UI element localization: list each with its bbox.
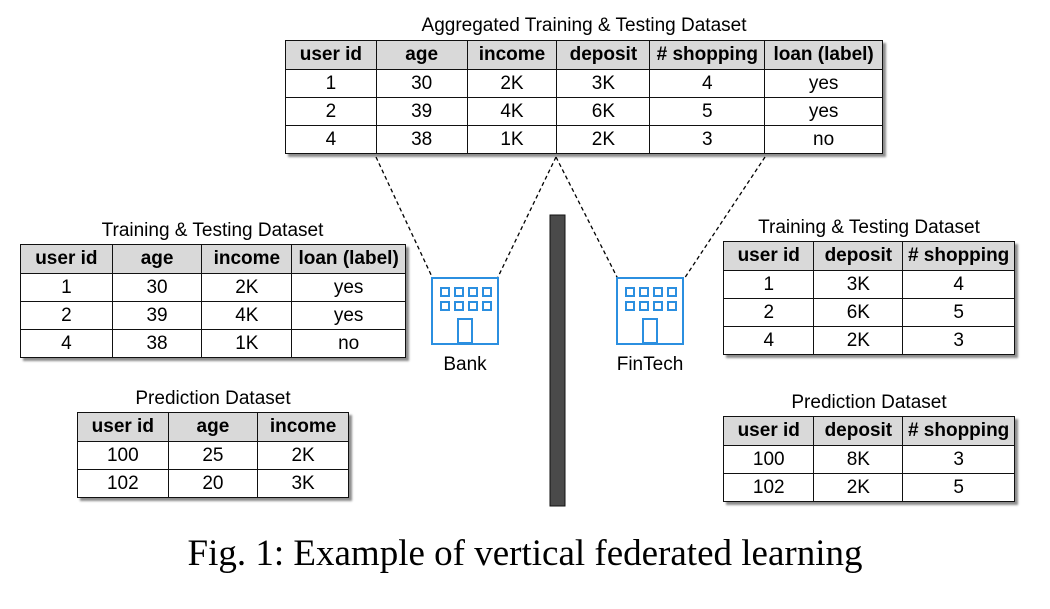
column-header: user id (722, 416, 815, 446)
bank-training-dataset-table: user id age income loan (label) 1 30 2K … (20, 244, 406, 358)
table-cell: 102 (77, 469, 169, 498)
column-header: age (167, 412, 259, 442)
table-cell: 3 (902, 326, 1015, 355)
table-cell: 4 (902, 270, 1015, 299)
table-cell: yes (764, 69, 883, 98)
fintech-label: FinTech (616, 354, 684, 375)
bank-prediction-dataset-table: user id age income 100 25 2K 102 20 3K (77, 412, 349, 498)
column-header: # shopping (649, 40, 766, 70)
table-cell: 8K (813, 445, 904, 474)
table-header: user id age income (77, 412, 349, 442)
table-cell: no (764, 125, 883, 154)
fintech-building-icon (616, 277, 684, 345)
table-cell: 2 (722, 298, 815, 327)
table-header: user id age income deposit # shopping lo… (285, 40, 883, 70)
table-cell: no (291, 329, 406, 358)
table-cell: 3K (556, 69, 651, 98)
table-cell: 4 (649, 69, 766, 98)
table-row: 2 6K 5 (722, 298, 1015, 327)
table-row: 4 38 1K 2K 3 no (285, 125, 883, 154)
bank-connector-left (375, 156, 434, 280)
table-cell: 5 (649, 97, 766, 126)
column-header: income (201, 244, 293, 274)
column-header: # shopping (902, 241, 1015, 271)
column-header: user id (20, 244, 113, 274)
table-header: user id age income loan (label) (20, 244, 406, 274)
table-cell: 4 (285, 125, 377, 154)
bank-building-icon (431, 277, 499, 345)
fintech-connector-left (555, 156, 619, 280)
table-cell: 2K (556, 125, 651, 154)
bank-prediction-dataset-title: Prediction Dataset (135, 388, 291, 409)
column-header: deposit (813, 416, 904, 446)
table-row: 102 2K 5 (722, 473, 1015, 502)
fintech-training-dataset-table: user id deposit # shopping 1 3K 4 2 6K 5… (722, 241, 1015, 355)
table-cell: 2K (201, 273, 293, 302)
table-cell: 2 (20, 301, 113, 330)
table-cell: yes (291, 301, 406, 330)
fintech-prediction-dataset-table: user id deposit # shopping 100 8K 3 102 … (722, 416, 1015, 502)
table-row: 102 20 3K (77, 469, 349, 498)
aggregated-dataset-title: Aggregated Training & Testing Dataset (421, 15, 747, 36)
fintech-prediction-dataset-title: Prediction Dataset (791, 392, 947, 413)
table-cell: yes (764, 97, 883, 126)
table-cell: 1K (201, 329, 293, 358)
table-cell: 5 (902, 473, 1015, 502)
table-cell: 3 (649, 125, 766, 154)
bank-training-dataset-title: Training & Testing Dataset (101, 220, 324, 241)
table-cell: 1 (20, 273, 113, 302)
table-cell: 4 (20, 329, 113, 358)
table-cell: 100 (77, 441, 169, 470)
table-cell: 2K (813, 326, 904, 355)
figure-caption: Fig. 1: Example of vertical federated le… (187, 533, 863, 574)
fintech-connector-right (683, 156, 766, 280)
table-cell: 38 (375, 125, 468, 154)
table-cell: 39 (111, 301, 203, 330)
party-divider (549, 214, 566, 507)
table-cell: 20 (167, 469, 259, 498)
table-cell: 2 (285, 97, 377, 126)
table-row: 1 3K 4 (722, 270, 1015, 299)
table-cell: 3K (257, 469, 349, 498)
table-cell: 2K (257, 441, 349, 470)
table-row: 100 25 2K (77, 441, 349, 470)
bank-label: Bank (443, 354, 487, 375)
column-header: user id (285, 40, 377, 70)
fintech-training-dataset-title: Training & Testing Dataset (758, 217, 980, 238)
aggregated-dataset-table: user id age income deposit # shopping lo… (285, 40, 883, 154)
column-header: user id (77, 412, 169, 442)
table-cell: 100 (722, 445, 815, 474)
table-cell: 2K (813, 473, 904, 502)
column-header: loan (label) (764, 40, 883, 70)
table-cell: 4 (722, 326, 815, 355)
table-row: 2 39 4K 6K 5 yes (285, 97, 883, 126)
table-cell: 38 (111, 329, 203, 358)
column-header: age (111, 244, 203, 274)
table-row: 4 2K 3 (722, 326, 1015, 355)
table-cell: 5 (902, 298, 1015, 327)
table-row: 4 38 1K no (20, 329, 406, 358)
table-cell: 4K (466, 97, 558, 126)
bank-connector-right (496, 156, 557, 280)
column-header: income (466, 40, 558, 70)
table-cell: 1K (466, 125, 558, 154)
column-header: user id (722, 241, 815, 271)
column-header: income (257, 412, 349, 442)
table-cell: 4K (201, 301, 293, 330)
table-cell: 25 (167, 441, 259, 470)
table-cell: 6K (813, 298, 904, 327)
table-row: 2 39 4K yes (20, 301, 406, 330)
table-cell: 3K (813, 270, 904, 299)
column-header: loan (label) (291, 244, 406, 274)
table-cell: 102 (722, 473, 815, 502)
column-header: deposit (556, 40, 651, 70)
